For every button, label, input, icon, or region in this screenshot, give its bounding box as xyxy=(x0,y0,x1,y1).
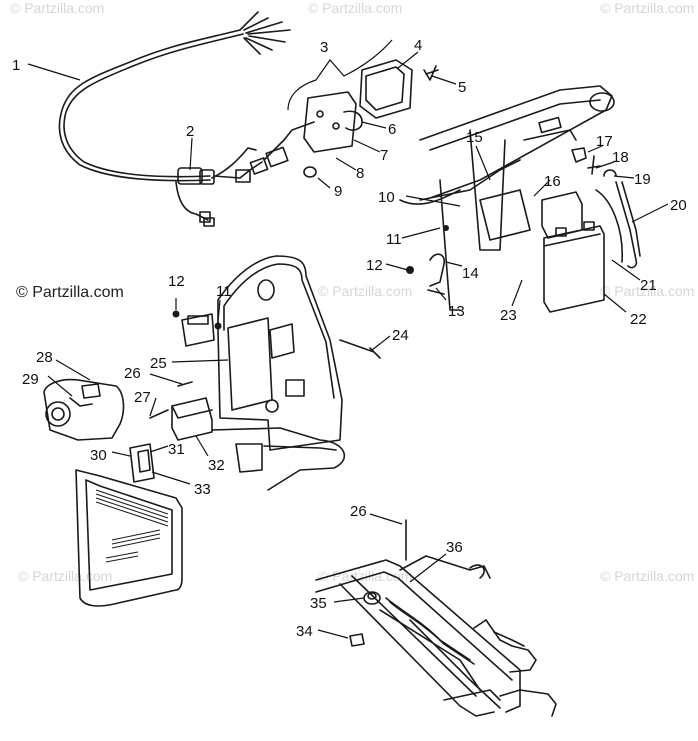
watermark: © Partzilla.com xyxy=(600,568,695,584)
callout-4: 4 xyxy=(414,37,422,54)
watermark: © Partzilla.com xyxy=(318,283,413,299)
callout-36: 36 xyxy=(446,539,463,556)
callout-2: 2 xyxy=(186,123,194,140)
callout-7: 7 xyxy=(380,147,388,164)
watermark: © Partzilla.com xyxy=(600,283,695,299)
cdi-box xyxy=(43,378,125,441)
center-panel xyxy=(149,255,381,491)
callout-30: 30 xyxy=(90,447,107,464)
wiring-harness xyxy=(58,11,291,227)
callout-13: 13 xyxy=(448,303,465,320)
callout-12-panel: 12 xyxy=(168,273,185,290)
callout-34: 34 xyxy=(296,623,313,640)
frame-lower xyxy=(315,519,557,717)
callout-15: 15 xyxy=(466,129,483,146)
callout-labels: 1 2 3 4 5 6 7 8 9 10 11 12 13 14 15 16 1… xyxy=(12,37,687,640)
callout-6: 6 xyxy=(388,121,396,138)
callout-22: 22 xyxy=(630,311,647,328)
watermark: © Partzilla.com xyxy=(10,0,105,16)
callout-16: 16 xyxy=(544,173,561,190)
callout-32: 32 xyxy=(208,457,225,474)
callout-3: 3 xyxy=(320,39,328,56)
callout-8: 8 xyxy=(356,165,364,182)
frame-upper-right xyxy=(399,85,641,313)
callout-11-panel: 11 xyxy=(216,283,232,300)
callout-9: 9 xyxy=(334,183,342,200)
callout-31: 31 xyxy=(168,441,185,458)
callout-1: 1 xyxy=(12,57,20,74)
callout-33: 33 xyxy=(194,481,211,498)
callout-5: 5 xyxy=(458,79,466,96)
leader-lines xyxy=(27,51,669,639)
callout-20: 20 xyxy=(670,197,687,214)
watermark-dark: © Partzilla.com xyxy=(16,284,124,301)
callout-28: 28 xyxy=(36,349,53,366)
callout-11: 11 xyxy=(386,231,402,248)
callout-12: 12 xyxy=(366,257,383,274)
callout-26-lower: 26 xyxy=(350,503,367,520)
watermark: © Partzilla.com xyxy=(600,0,695,16)
callout-27: 27 xyxy=(134,389,151,406)
mud-flap xyxy=(75,443,183,607)
callout-29: 29 xyxy=(22,371,39,388)
callout-19: 19 xyxy=(634,171,651,188)
callout-10: 10 xyxy=(378,189,395,206)
callout-21: 21 xyxy=(640,277,657,294)
callout-14: 14 xyxy=(462,265,479,282)
callout-23: 23 xyxy=(500,307,517,324)
callout-24: 24 xyxy=(392,327,409,344)
callout-17: 17 xyxy=(596,133,613,150)
callout-26: 26 xyxy=(124,365,141,382)
taillight-assembly xyxy=(249,39,439,178)
callout-18: 18 xyxy=(612,149,629,166)
watermark: © Partzilla.com xyxy=(308,0,403,16)
callout-35: 35 xyxy=(310,595,327,612)
callout-25: 25 xyxy=(150,355,167,372)
